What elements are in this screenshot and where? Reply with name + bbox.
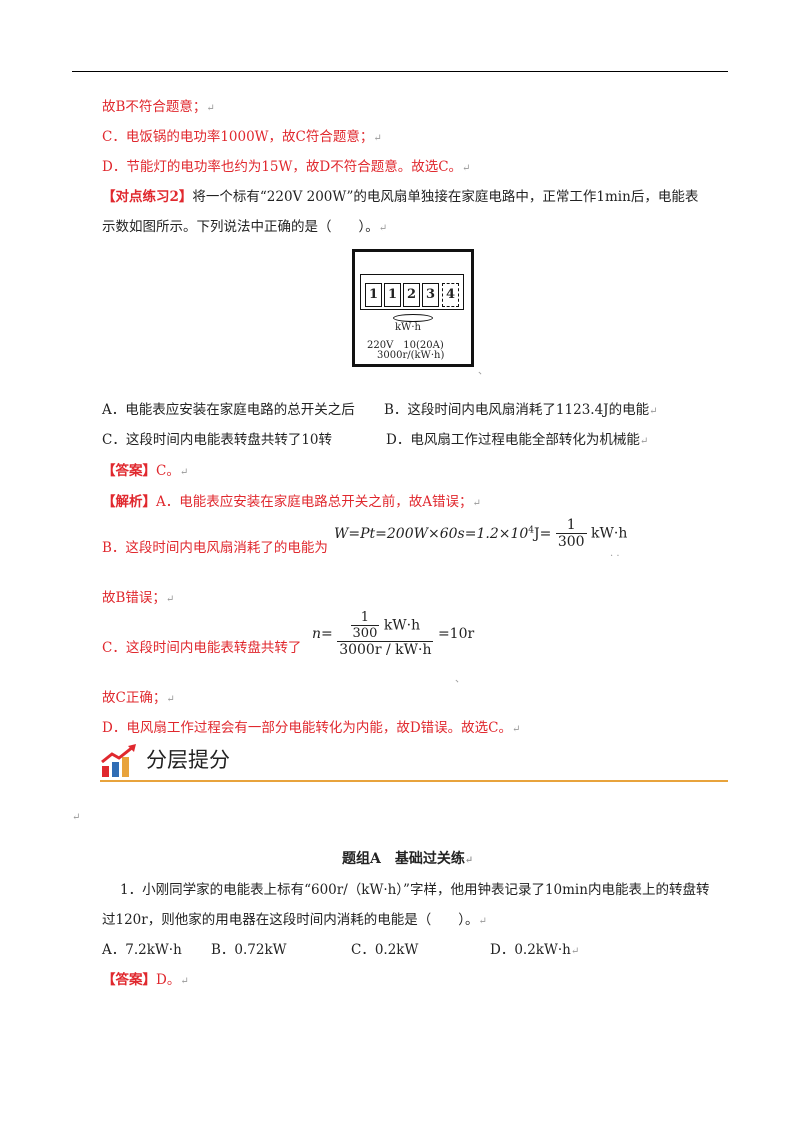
option-d: D．电风扇工作过程电能全部转化为机械能↵ [386,432,649,448]
text-line: D．电风扇工作过程会有一部分电能转化为内能，故D错误。故选C。↵ [102,720,521,736]
group-title: 题组A 基础过关练↵ [342,851,474,867]
meter-spec: 3000r/(kW·h) [377,350,445,361]
q1-option-a: A．7.2kW·h [102,942,182,958]
text-line: 故C正确；↵ [102,690,175,706]
option-a: A．电能表应安装在家庭电路的总开关之后 [102,402,355,418]
analysis-line: 【解析】A．电能表应安装在家庭电路总开关之前，故A错误；↵ [102,494,481,510]
option-c: C．这段时间内电能表转盘共转了10转 [102,432,333,448]
meter-digit-decimal: 4 [442,283,459,307]
meter-disk-icon [393,314,433,322]
q1-answer: 【答案】D。↵ [102,972,189,988]
meter-digit: 1 [384,283,401,307]
text-line: D．节能灯的电功率也约为15W，故D不符合题意。故选C。↵ [102,159,471,175]
meter-spec: 220V 10(20A) [367,340,444,351]
q1-option-d: D．0.2kW·h↵ [490,942,580,958]
option-b: B．这段时间内电风扇消耗了1123.4J的电能↵ [384,402,658,418]
text-line: C．电饭锅的电功率1000W，故C符合题意；↵ [102,129,382,145]
question-1: 1．小刚同学家的电能表上标有“600r/（kW·h）”字样，他用钟表记录了10m… [120,882,710,898]
text-line: 故B错误；↵ [102,590,175,606]
section-title: 分层提分 [146,748,230,772]
meter-digit: 2 [403,283,420,307]
electric-meter-figure: 1 1 2 3 4 kW·h 220V 10(20A) 3000r/(kW·h) [352,249,474,367]
q1-option-b: B．0.72kW [211,942,287,958]
meter-digit: 1 [365,283,382,307]
analysis-c: C．这段时间内电能表转盘共转了 [102,640,302,656]
meter-digit-window: 1 1 2 3 4 [360,274,464,310]
header-rule [72,71,728,72]
exercise-heading: 【对点练习2】将一个标有“220V 200W”的电风扇单独接在家庭电路中，正常工… [102,189,699,205]
text-line: 故B不符合题意；↵ [102,99,215,115]
chart-growth-icon [101,744,136,777]
question-1-cont: 过120r，则他家的用电器在这段时间内消耗的电能是（ ）。↵ [102,912,487,928]
analysis-b: B．这段时间内电风扇消耗了的电能为 [102,540,328,556]
q1-option-c: C．0.2kW [351,942,419,958]
section-rule [100,780,728,782]
meter-unit: kW·h [395,322,421,333]
answer-line: 【答案】C。↵ [102,463,189,479]
text-line: 示数如图所示。下列说法中正确的是（ ）。↵ [102,219,388,235]
meter-digit: 3 [422,283,439,307]
